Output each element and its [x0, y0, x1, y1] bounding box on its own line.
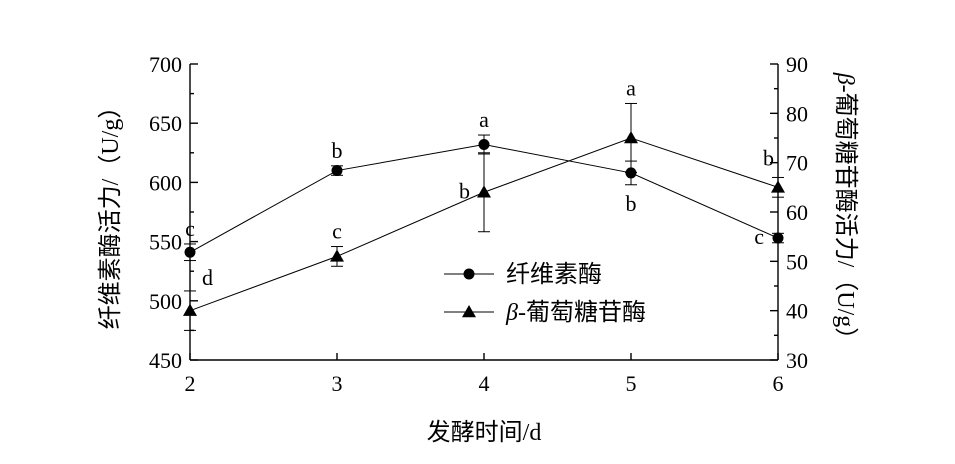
x-axis-title: 发酵时间/d — [427, 419, 542, 446]
data-point-circle — [772, 232, 784, 244]
y-right-axis-title-text: -葡萄糖苷酶活力/（U/g） — [832, 85, 859, 352]
x-tick-label: 5 — [626, 371, 637, 396]
y-left-tick-label: 650 — [149, 111, 182, 136]
label-group: 发酵时间/d纤维素酶活力/（U/g）β-葡萄糖苷酶活力/（U/g）cbabcdc… — [97, 72, 859, 446]
x-tick-label: 3 — [332, 371, 343, 396]
significance-letter: d — [202, 265, 213, 290]
data-point-triangle — [771, 180, 785, 193]
y-right-tick-label: 40 — [786, 299, 808, 324]
significance-letter: b — [332, 138, 343, 163]
legend-item: 纤维素酶 — [444, 261, 602, 288]
y-left-axis-title: 纤维素酶活力/（U/g） — [97, 95, 124, 330]
legend-label: β-葡萄糖苷酶 — [505, 299, 646, 326]
x-tick-label: 4 — [479, 371, 490, 396]
y-right-axis-title-prefix: β — [832, 72, 858, 85]
significance-letter: c — [754, 224, 764, 249]
significance-letter: b — [763, 145, 774, 170]
y-right-tick-label: 80 — [786, 101, 808, 126]
significance-letter: c — [332, 219, 342, 244]
y-right-tick-label: 30 — [786, 348, 808, 373]
data-point-triangle — [624, 131, 638, 144]
legend-label: 纤维素酶 — [506, 261, 602, 288]
data-point-triangle — [183, 303, 197, 316]
tick-group: 2 3 4 5 6 450 500 550 600 650 700 30 40 50 60 70 80 90 — [149, 52, 808, 396]
x-tick-label: 2 — [185, 371, 196, 396]
data-point-circle — [184, 246, 196, 258]
series-group — [183, 102, 785, 331]
y-right-tick-label: 50 — [786, 249, 808, 274]
legend-item: β-葡萄糖苷酶 — [444, 299, 646, 326]
series-1 — [184, 134, 784, 262]
significance-letter: a — [626, 75, 636, 100]
y-left-tick-label: 550 — [149, 230, 182, 255]
legend-marker — [463, 268, 475, 280]
significance-letter: b — [459, 178, 470, 203]
x-tick-label: 6 — [773, 371, 784, 396]
significance-letter: a — [479, 107, 489, 132]
legend-label-text: -葡萄糖苷酶 — [518, 299, 646, 326]
legend-marker — [462, 305, 476, 318]
data-point-triangle — [330, 249, 344, 262]
y-left-tick-label: 600 — [149, 170, 182, 195]
y-right-tick-label: 70 — [786, 151, 808, 176]
significance-letter: b — [626, 191, 637, 216]
y-right-tick-label: 60 — [786, 200, 808, 225]
series-2 — [183, 102, 785, 331]
data-point-circle — [331, 165, 343, 177]
data-point-triangle — [477, 185, 491, 198]
y-right-tick-label: 90 — [786, 52, 808, 77]
data-point-circle — [478, 139, 490, 151]
y-left-tick-label: 500 — [149, 289, 182, 314]
y-right-axis-title: β-葡萄糖苷酶活力/（U/g） — [832, 72, 859, 352]
legend: 纤维素酶 β-葡萄糖苷酶 — [444, 261, 646, 326]
y-left-tick-label: 450 — [149, 348, 182, 373]
legend-label-prefix: β — [505, 300, 518, 326]
significance-letter: c — [185, 216, 195, 241]
y-left-tick-label: 700 — [149, 52, 182, 77]
